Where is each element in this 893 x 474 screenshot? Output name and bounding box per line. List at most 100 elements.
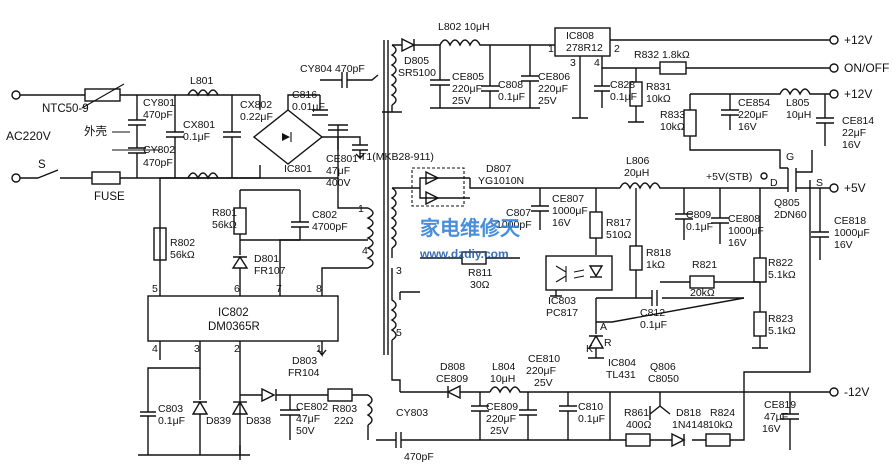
d839-zener — [191, 400, 209, 415]
watermark-title: 家电维修天 — [420, 216, 521, 240]
r824-resistor — [705, 433, 731, 447]
r831-value: 10kΩ — [646, 93, 671, 105]
ic802-pin3: 3 — [194, 343, 200, 355]
c810-name: C810 — [578, 401, 603, 413]
ic808-pin2: 2 — [614, 43, 620, 55]
ic802-chip — [147, 295, 339, 342]
d807-package — [411, 167, 465, 207]
cx802-value: 0.22μF — [240, 111, 273, 123]
l804-name: L804 — [492, 361, 516, 373]
d838-label: D838 — [246, 415, 271, 427]
r818-value: 1kΩ — [646, 259, 665, 271]
r822-resistor — [753, 257, 767, 283]
c828-name: C828 — [610, 79, 635, 91]
ic802-pin6: 6 — [234, 283, 240, 295]
ce819-name: CE819 — [764, 399, 796, 411]
l804-value: 10μH — [490, 373, 515, 385]
ic808-pin4: 4 — [594, 57, 600, 69]
cy802-value: 470pF — [143, 157, 173, 169]
r811-value: 30Ω — [470, 279, 490, 291]
d807-diode-a — [425, 170, 440, 186]
r811-resistor — [461, 251, 487, 265]
ce818-cap: 1000μF — [834, 227, 870, 239]
ce814-volt: 16V — [842, 139, 861, 151]
ce805-volt: 25V — [452, 95, 471, 107]
ce854-name: CE854 — [738, 97, 770, 109]
tl431-ref-label: R — [604, 337, 612, 349]
ce809-name: CE809 — [486, 401, 518, 413]
ce807-cap: 1000μF — [552, 205, 588, 217]
cy803-value: 470pF — [404, 451, 434, 463]
l806-value: 20μH — [624, 167, 649, 179]
ic802-pin2: 2 — [234, 343, 240, 355]
cx801-value: 0.1μF — [183, 131, 210, 143]
d805-value: SR5100 — [398, 67, 436, 79]
ce801-name: CE801 — [326, 153, 358, 165]
r817-value: 510Ω — [606, 229, 632, 241]
d803-value: FR104 — [288, 367, 320, 379]
ic808-part: 278R12 — [566, 42, 603, 54]
fuse — [91, 171, 121, 185]
cy804-label: CY804 470pF — [300, 63, 365, 75]
c810-value: 0.1μF — [578, 413, 605, 425]
r861-value: 400Ω — [626, 419, 652, 431]
ic802-pin1: 1 — [316, 343, 322, 355]
d803-name: D803 — [292, 355, 317, 367]
ce808-cap: 1000μF — [728, 225, 764, 237]
ic802-pin5: 5 — [152, 283, 158, 295]
d801-name: D801 — [254, 253, 279, 265]
r821-name: R821 — [692, 259, 717, 271]
fuse-label: FUSE — [94, 191, 125, 203]
r817-resistor — [589, 211, 603, 239]
shell-label: 外壳 — [84, 124, 107, 138]
ac-terminal-top — [11, 90, 21, 100]
ic802-pin4: 4 — [152, 343, 158, 355]
c809-value: 0.1μF — [686, 221, 713, 233]
d801-value: FR107 — [254, 265, 286, 277]
r824-value: 10kΩ — [708, 419, 733, 431]
c803-name: C803 — [158, 403, 183, 415]
q805-source-label: S — [816, 177, 823, 189]
r861-name: R861 — [624, 407, 649, 419]
ce819-volt: 16V — [762, 423, 781, 435]
d808-diode — [446, 384, 461, 400]
terminal-m12v — [829, 387, 839, 397]
c808-name: C808 — [498, 79, 523, 91]
d808-value: CE809 — [436, 373, 468, 385]
ce807-volt: 16V — [552, 217, 571, 229]
r832-resistor — [659, 61, 687, 75]
r811-name: R811 — [468, 267, 492, 279]
ce802-cap: 47μF — [296, 413, 320, 425]
r823-value: 5.1kΩ — [768, 325, 796, 337]
ic803-part: PC817 — [546, 307, 578, 319]
r833-value: 10kΩ — [660, 121, 685, 133]
q805-value: 2DN60 — [774, 209, 807, 221]
output-p12v-b: +12V — [844, 87, 872, 101]
r803-name: R803 — [332, 403, 357, 415]
output-onoff: ON/OFF — [844, 61, 889, 75]
r833-name: R833 — [660, 109, 685, 121]
winding-1: 1 — [358, 203, 364, 215]
ce805-name: CE805 — [452, 71, 484, 83]
l805-value: 10μH — [786, 109, 811, 121]
ic802-pin8: 8 — [316, 283, 322, 295]
r823-name: R823 — [768, 313, 793, 325]
ce806-volt: 25V — [538, 95, 557, 107]
winding-5: 5 — [396, 327, 402, 339]
r861-resistor — [625, 433, 651, 447]
d807-name: D807 — [486, 163, 511, 175]
d808-name: D808 — [440, 361, 465, 373]
r801-name: R801 — [212, 207, 237, 219]
r802-name: R802 — [170, 237, 195, 249]
ce807-name: CE807 — [552, 193, 584, 205]
d838-zener — [231, 400, 249, 415]
d818-diode — [671, 432, 686, 448]
cx801-name: CX801 — [183, 119, 215, 131]
ce802-volt: 50V — [296, 425, 315, 437]
ce810-cap: 220μF — [526, 365, 556, 377]
ic801-label: IC801 — [284, 163, 312, 175]
ic808-regulator — [554, 27, 611, 57]
ce818-name: CE818 — [834, 215, 866, 227]
ce808-name: CE808 — [728, 213, 760, 225]
